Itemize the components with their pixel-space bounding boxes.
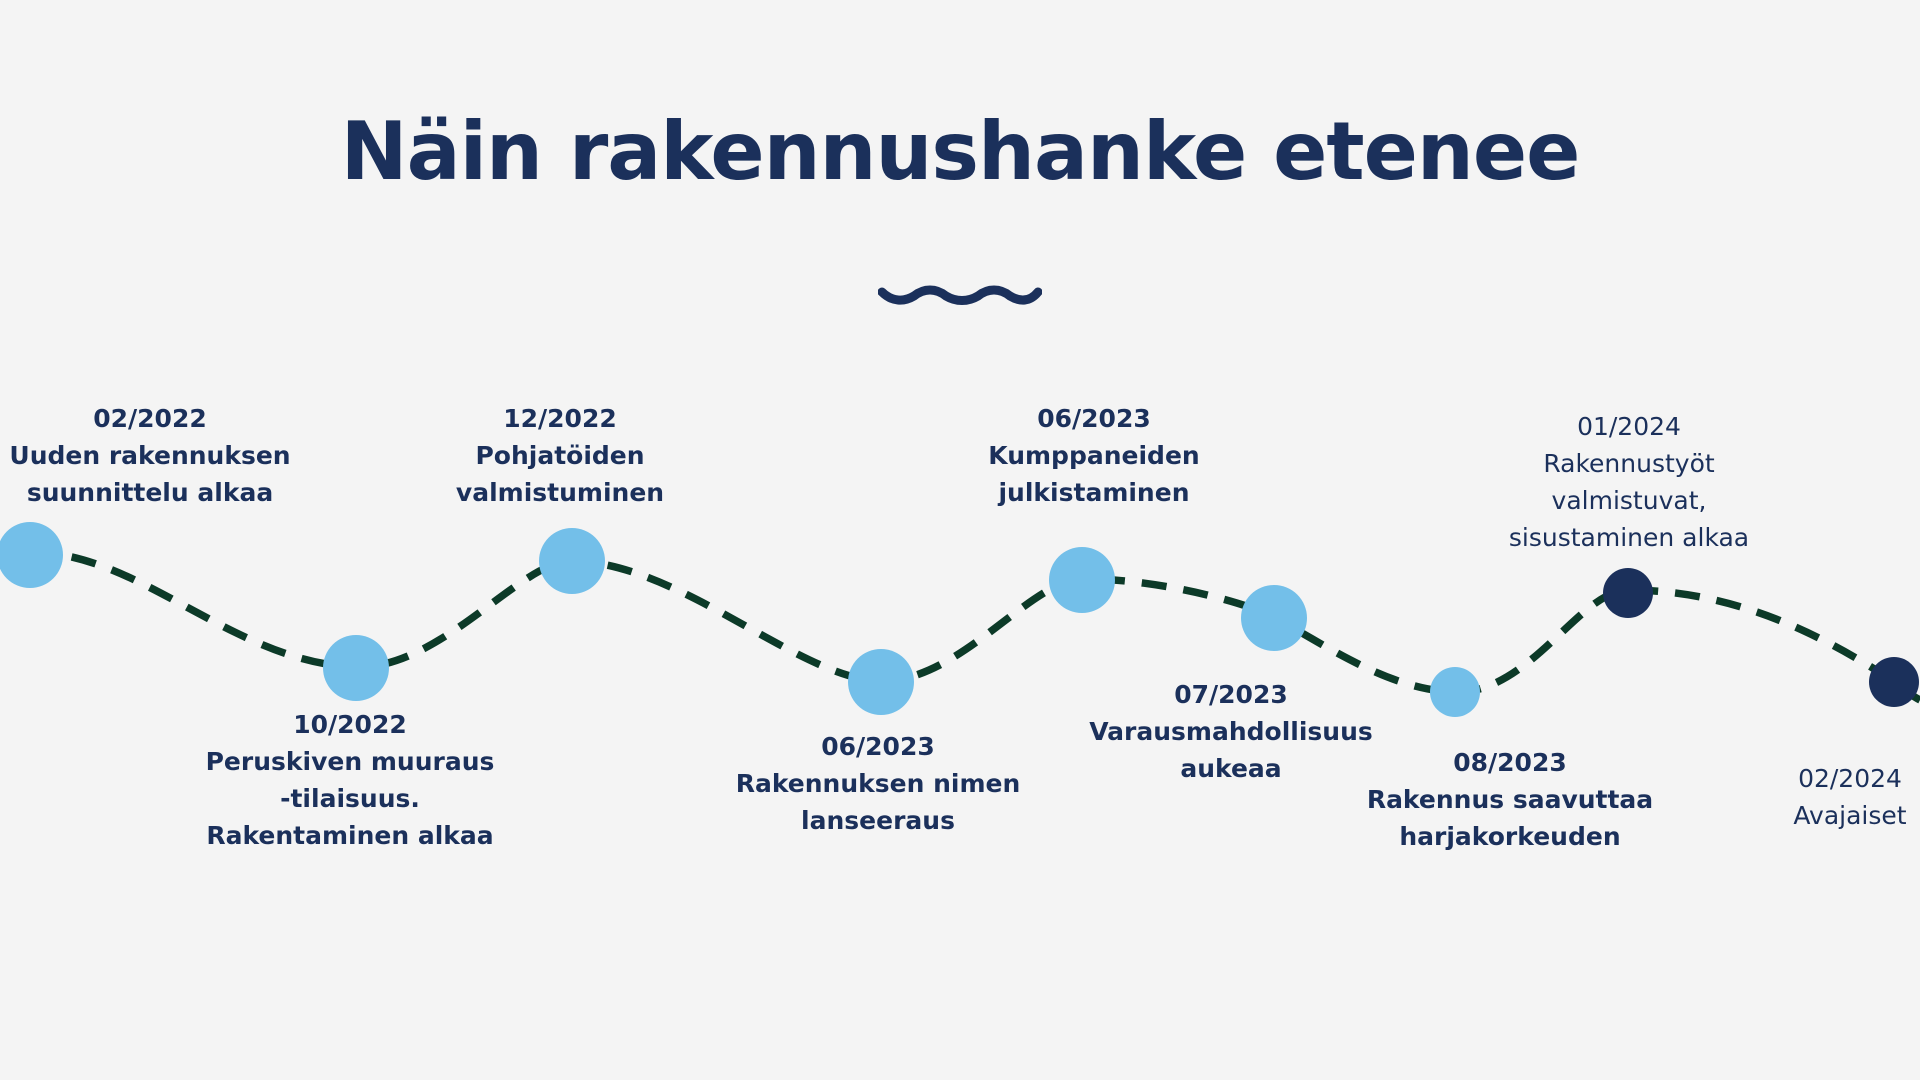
milestone-description: Uuden rakennuksen — [9, 441, 291, 470]
milestone-date: 02/2024 — [1798, 764, 1902, 793]
milestone-description: valmistuminen — [455, 478, 665, 507]
milestone-date: 10/2022 — [293, 710, 407, 739]
milestone-dot-1 — [0, 522, 63, 588]
milestone-date: 08/2023 — [1453, 748, 1567, 777]
milestone-description: harjakorkeuden — [1399, 822, 1621, 851]
milestone-description: Rakennuksen nimen — [735, 769, 1021, 798]
milestone-description: Rakennustyöt — [1543, 449, 1715, 478]
milestone-description: -tilaisuus. — [280, 784, 420, 813]
milestone-dot-2 — [323, 635, 389, 701]
milestone-description: lanseeraus — [801, 806, 955, 835]
milestone-dot-8 — [1603, 568, 1653, 618]
milestone-date: 07/2023 — [1174, 680, 1288, 709]
milestone-description: sisustaminen alkaa — [1508, 523, 1750, 552]
milestone-description: Kumppaneiden — [988, 441, 1200, 470]
milestone-dot-7 — [1430, 667, 1480, 717]
milestone-dot-3 — [539, 528, 605, 594]
milestone-date: 02/2022 — [93, 404, 207, 433]
page-title: Näin rakennushanke etenee — [340, 105, 1581, 198]
milestone-dot-9 — [1869, 657, 1919, 707]
wave-divider-icon — [878, 285, 1042, 305]
milestone-description: julkistaminen — [998, 478, 1190, 507]
milestone-description: Peruskiven muuraus — [205, 747, 495, 776]
milestone-description: Rakentaminen alkaa — [206, 821, 494, 850]
milestone-date: 06/2023 — [1037, 404, 1151, 433]
milestone-dot-4 — [848, 649, 914, 715]
milestone-dot-5 — [1049, 547, 1115, 613]
milestone-description: Avajaiset — [1793, 801, 1907, 830]
milestone-date: 01/2024 — [1577, 412, 1681, 441]
milestone-description: Varausmahdollisuus — [1089, 717, 1373, 746]
milestone-dot-6 — [1241, 585, 1307, 651]
milestone-description: suunnittelu alkaa — [26, 478, 274, 507]
milestone-description: aukeaa — [1180, 754, 1282, 783]
milestone-description: valmistuvat, — [1551, 486, 1707, 515]
milestone-description: Rakennus saavuttaa — [1366, 785, 1654, 814]
milestone-date: 12/2022 — [503, 404, 617, 433]
milestone-description: Pohjatöiden — [475, 441, 645, 470]
milestone-date: 06/2023 — [821, 732, 935, 761]
